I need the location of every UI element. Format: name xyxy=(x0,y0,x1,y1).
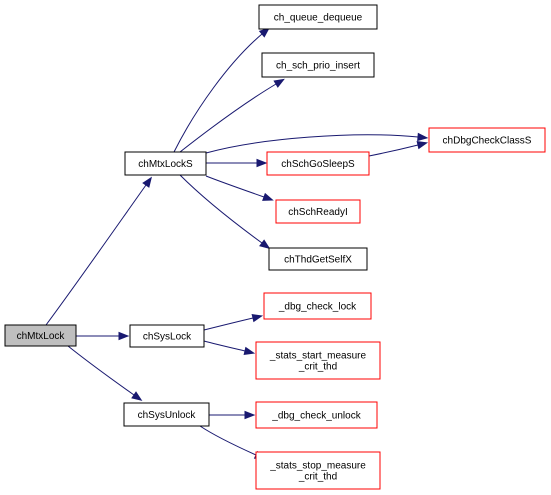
edge-chSysUnlock-to-_dbg_check_unlock xyxy=(209,410,256,420)
edge-line xyxy=(368,144,419,157)
node-box xyxy=(258,4,378,30)
node-label: chSysUnlock xyxy=(138,410,197,421)
edge-arrowhead xyxy=(251,314,264,323)
edge-arrowhead xyxy=(243,346,256,355)
nodes-layer: chMtxLock chMtxLockS chSysLock chSysUnlock c… xyxy=(4,4,546,490)
node-label: _stats_start_measure xyxy=(269,351,367,362)
node-box xyxy=(268,247,368,271)
edge-arrowhead xyxy=(142,176,152,188)
edge-line xyxy=(179,174,263,244)
edge-arrowhead xyxy=(417,132,429,142)
edge-chMtxLockS-to-chSchGoSleepS xyxy=(206,158,268,168)
edge-chSysLock-to-_stats_start_measure_crit_thd xyxy=(203,340,256,355)
edge-chSysLock-to-_dbg_check_lock xyxy=(203,314,264,331)
edge-chSysUnlock-to-_stats_stop_measure_crit_thd xyxy=(199,425,266,460)
edge-line xyxy=(205,134,419,154)
node-label: chDbgCheckClassS xyxy=(443,136,532,147)
node-label: _crit_thd xyxy=(298,472,337,483)
node-_dbg_check_unlock[interactable]: _dbg_check_unlock xyxy=(255,401,378,429)
edge-arrowhead xyxy=(131,391,143,401)
node-ch_sch_prio_insert[interactable]: ch_sch_prio_insert xyxy=(261,52,375,78)
node-label: chThdGetSelfX xyxy=(284,255,352,266)
node-label: chMtxLockS xyxy=(138,159,193,170)
node-box xyxy=(4,324,77,347)
node-label: _crit_thd xyxy=(298,362,337,373)
node-label: chSchGoSleepS xyxy=(281,159,355,170)
edge-chMtxLockS-to-ch_sch_prio_insert xyxy=(179,78,285,153)
edges-layer xyxy=(45,27,429,460)
node-box xyxy=(129,324,205,348)
edge-chMtxLockS-to-ch_queue_dequeue xyxy=(173,27,270,153)
edge-line xyxy=(199,425,257,456)
node-label: chSchReadyI xyxy=(288,207,347,218)
edge-line xyxy=(45,184,147,326)
edge-arrowhead xyxy=(118,331,130,341)
node-chThdGetSelfX[interactable]: chThdGetSelfX xyxy=(268,247,368,271)
node-box xyxy=(261,52,375,78)
edge-chSchGoSleepS-to-chDbgCheckClassS xyxy=(368,141,429,157)
node-chSchReadyI[interactable]: chSchReadyI xyxy=(275,199,361,224)
edge-line xyxy=(203,340,246,352)
node-box xyxy=(266,151,370,176)
edge-line xyxy=(203,317,254,331)
edge-chMtxLock-to-chSysLock xyxy=(76,331,130,341)
node-box xyxy=(255,341,381,380)
node-chMtxLock: chMtxLock xyxy=(4,324,77,347)
edge-arrowhead xyxy=(416,141,429,150)
edge-chMtxLock-to-chMtxLockS xyxy=(45,176,152,326)
edge-arrowhead xyxy=(259,239,271,250)
node-label: ch_sch_prio_insert xyxy=(276,61,360,72)
edge-arrowhead xyxy=(244,410,256,420)
node-ch_queue_dequeue[interactable]: ch_queue_dequeue xyxy=(258,4,378,30)
edge-arrowhead xyxy=(273,78,285,88)
node-box xyxy=(263,292,372,320)
edge-chMtxLock-to-chSysUnlock xyxy=(67,345,143,401)
node-box xyxy=(255,451,381,490)
edge-line xyxy=(205,175,265,198)
node-chSysLock[interactable]: chSysLock xyxy=(129,324,205,348)
node-chSchGoSleepS[interactable]: chSchGoSleepS xyxy=(266,151,370,176)
edge-line xyxy=(173,33,263,153)
node-label: chSysLock xyxy=(143,332,192,343)
edge-arrowhead xyxy=(262,192,274,201)
node-box xyxy=(275,199,361,224)
node-box xyxy=(123,402,210,427)
node-box xyxy=(255,401,378,429)
edge-chMtxLockS-to-chThdGetSelfX xyxy=(179,174,271,250)
node-chMtxLockS[interactable]: chMtxLockS xyxy=(124,151,207,176)
node-box xyxy=(124,151,207,176)
node-box xyxy=(428,127,546,153)
node-_dbg_check_lock[interactable]: _dbg_check_lock xyxy=(263,292,372,320)
edge-line xyxy=(179,83,277,153)
edge-arrowhead xyxy=(258,27,270,38)
node-label: _dbg_check_unlock xyxy=(271,411,361,422)
edge-line xyxy=(67,345,135,396)
node-chSysUnlock[interactable]: chSysUnlock xyxy=(123,402,210,427)
node-_stats_start_measure_crit_thd[interactable]: _stats_start_measure_crit_thd xyxy=(255,341,381,380)
node-label: ch_queue_dequeue xyxy=(274,13,363,24)
node-label: _dbg_check_lock xyxy=(278,302,357,313)
node-label: _stats_stop_measure xyxy=(269,461,366,472)
node-label: chMtxLock xyxy=(17,331,66,342)
edge-chMtxLockS-to-chDbgCheckClassS xyxy=(205,132,429,154)
node-chDbgCheckClassS[interactable]: chDbgCheckClassS xyxy=(428,127,546,153)
edge-arrowhead xyxy=(256,158,268,168)
edge-chMtxLockS-to-chSchReadyI xyxy=(205,175,274,201)
node-_stats_stop_measure_crit_thd[interactable]: _stats_stop_measure_crit_thd xyxy=(255,451,381,490)
